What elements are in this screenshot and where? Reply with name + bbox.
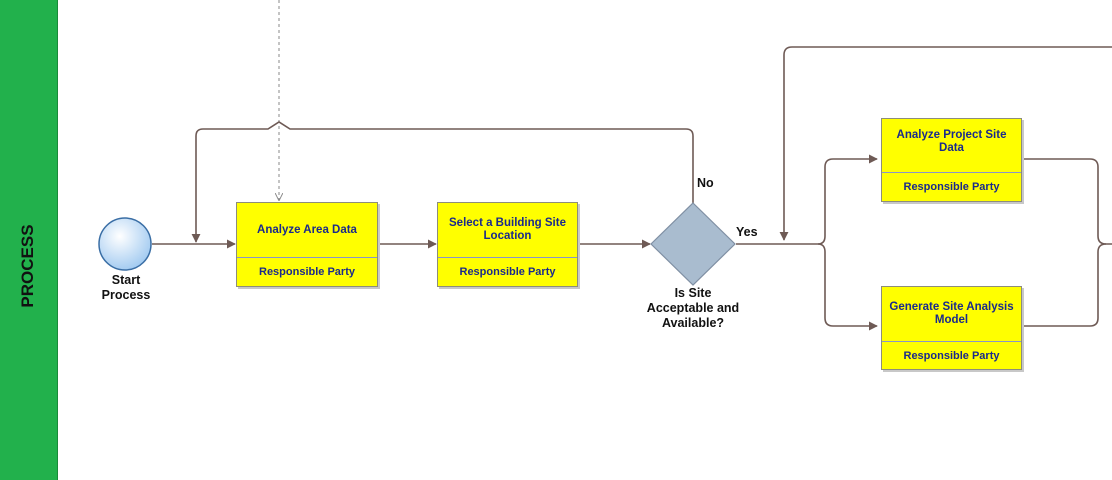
fork-brace-lower (817, 243, 878, 331)
task-responsible-party: Responsible Party (903, 349, 1000, 362)
flow-return-loop (779, 46, 1112, 241)
task-analyze-project-site-data[interactable]: Analyze Project Site Data Responsible Pa… (881, 118, 1022, 202)
decision-gateway[interactable] (650, 202, 736, 286)
gateway-no-label: No (697, 176, 714, 190)
fork-brace (817, 154, 878, 245)
swimlane-header: PROCESS (0, 0, 58, 480)
task-title: Generate Site Analysis Model (882, 287, 1021, 342)
start-label-line1: Start (111, 273, 141, 287)
start-event-label: Start Process (96, 273, 156, 303)
task-select-building-site[interactable]: Select a Building Site Location Responsi… (437, 202, 578, 287)
task-generate-site-analysis-model[interactable]: Generate Site Analysis Model Responsible… (881, 286, 1022, 370)
gateway-question-line1: Is Site (674, 286, 712, 300)
gateway-question: Is Site Acceptable and Available? (631, 286, 755, 331)
join-brace (1022, 158, 1112, 245)
task-responsible-party: Responsible Party (903, 181, 1000, 193)
task-analyze-area-data[interactable]: Analyze Area Data Responsible Party (236, 202, 378, 287)
gateway-yes-label: Yes (736, 225, 758, 239)
join-brace-lower (1022, 243, 1107, 327)
start-label-line2: Process (101, 288, 151, 302)
start-event-circle[interactable] (98, 217, 152, 271)
task-title: Analyze Project Site Data (882, 119, 1021, 173)
task-responsible-party: Responsible Party (259, 266, 355, 278)
gateway-question-line2: Acceptable and (646, 301, 740, 315)
flow-no-loop (191, 121, 694, 243)
task-responsible-party: Responsible Party (459, 266, 556, 278)
task-title: Select a Building Site Location (438, 203, 577, 258)
task-title: Analyze Area Data (237, 203, 377, 258)
gateway-question-line3: Available? (661, 316, 725, 330)
